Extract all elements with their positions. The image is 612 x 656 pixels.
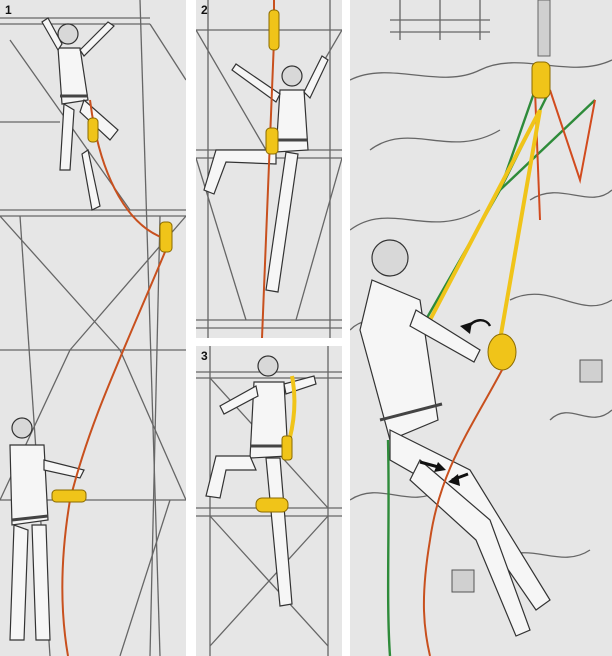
foot-carabiner [256,498,288,512]
quickdraw-carabiner [160,222,172,252]
wall-bolt [580,360,602,382]
rappel-scene-illustration [350,0,612,656]
harness-carabiner [88,118,98,142]
climber-bottom [10,418,84,640]
top-carabiner [269,10,279,50]
anchor-carabiner [532,62,550,98]
panel-4 [350,0,612,656]
shock-absorber [282,436,292,460]
belay-device [52,490,86,502]
climber [206,356,316,606]
belay-rope [62,100,170,656]
panel-2: 2 [196,0,342,338]
tower-ascent-illustration [196,0,342,338]
anchor-post [538,0,550,56]
green-rope [388,440,390,656]
lattice-structure [0,0,186,656]
lanyard [430,110,540,340]
panel-1: 1 [0,0,186,656]
curved-arrow-icon [460,322,472,334]
climber-top [42,18,118,210]
tower-rest-illustration [196,346,342,656]
tower-scene-illustration [0,0,186,656]
rope-clamp [266,128,278,154]
wall-bolt [452,570,474,592]
descender-device [488,334,516,370]
panel-3: 3 [196,346,342,656]
